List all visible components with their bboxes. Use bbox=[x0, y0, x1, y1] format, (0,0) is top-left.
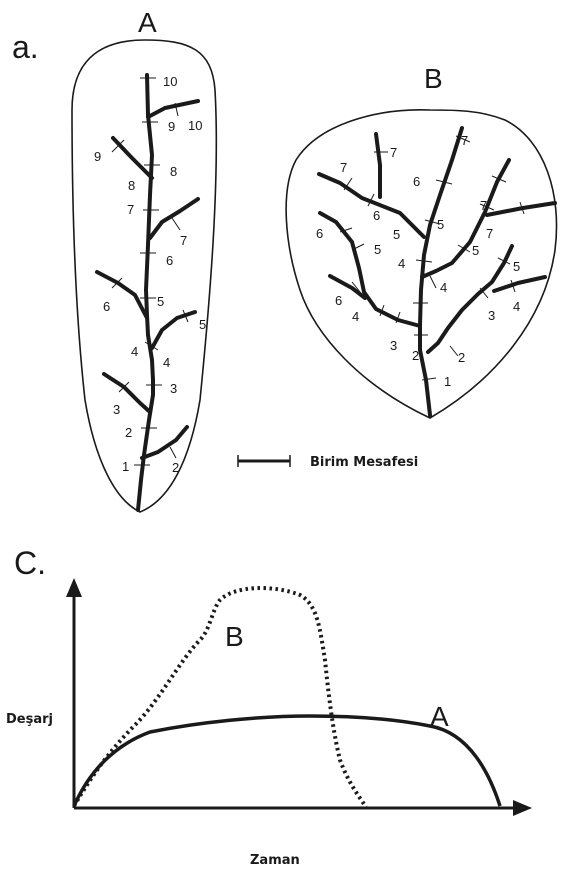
basin-a-order: 2 bbox=[125, 425, 132, 440]
y-axis-label: Deşarj bbox=[6, 712, 53, 727]
basin-a-tributary bbox=[152, 312, 195, 348]
basin-a-order: 9 bbox=[168, 119, 175, 134]
basin-b-tributary bbox=[376, 134, 380, 197]
basin-a-label: A bbox=[138, 7, 157, 38]
basin-b-order: 6 bbox=[335, 293, 342, 308]
basin-a-order: 7 bbox=[180, 233, 187, 248]
basin-b-order: 3 bbox=[390, 338, 397, 353]
basin-a-order: 3 bbox=[170, 381, 177, 396]
basin-b-order: 6 bbox=[316, 226, 323, 241]
curve-a-label: A bbox=[430, 701, 449, 732]
x-axis-label: Zaman bbox=[250, 853, 300, 868]
basin-b-stream-orders: 1 2 2 3 3 4 4 4 4 5 5 5 5 5 6 6 6 6 7 7 … bbox=[316, 133, 520, 389]
basin-b-order: 5 bbox=[393, 227, 400, 242]
scale-bar-label: Birim Mesafesi bbox=[310, 455, 418, 470]
basin-a-order: 7 bbox=[127, 202, 134, 217]
basin-a-tributary bbox=[104, 374, 150, 412]
basin-b-order: 5 bbox=[472, 243, 479, 258]
basin-a-order: 4 bbox=[131, 344, 138, 359]
basin-a-tributary bbox=[113, 138, 152, 178]
basin-a: A bbox=[72, 7, 216, 512]
basin-b: B bbox=[286, 63, 556, 418]
basin-b-order: 3 bbox=[488, 308, 495, 323]
basin-b-order: 6 bbox=[413, 174, 420, 189]
basin-a-order: 10 bbox=[163, 74, 177, 89]
basin-a-main-stream bbox=[138, 75, 153, 510]
basin-a-order: 2 bbox=[172, 460, 179, 475]
basin-a-order: 1 bbox=[122, 459, 129, 474]
panel-c-letter: C. bbox=[14, 545, 46, 581]
basin-a-order: 5 bbox=[157, 294, 164, 309]
curve-b bbox=[74, 588, 366, 807]
basin-b-main-stream bbox=[420, 128, 462, 415]
basin-b-order: 7 bbox=[480, 198, 487, 213]
basin-b-order: 5 bbox=[374, 242, 381, 257]
basin-a-order: 6 bbox=[103, 299, 110, 314]
basin-b-order: 1 bbox=[444, 374, 451, 389]
basin-a-order: 6 bbox=[166, 253, 173, 268]
basin-b-tributary bbox=[319, 174, 424, 237]
basin-a-order: 8 bbox=[170, 164, 177, 179]
x-axis-arrow-icon bbox=[513, 800, 532, 816]
basin-a-tributary bbox=[150, 199, 198, 238]
basin-a-order: 10 bbox=[188, 118, 202, 133]
basin-b-order: 7 bbox=[486, 226, 493, 241]
basin-a-order: 4 bbox=[163, 355, 170, 370]
panel-a-letter: a. bbox=[12, 29, 39, 65]
curve-b-label: B bbox=[225, 621, 244, 652]
hydrograph: Deşarj Zaman B A bbox=[6, 578, 532, 868]
y-axis-arrow-icon bbox=[66, 578, 82, 597]
basin-b-order: 2 bbox=[412, 348, 419, 363]
basin-b-order: 2 bbox=[458, 350, 465, 365]
basin-b-order: 7 bbox=[340, 160, 347, 175]
scale-bar: Birim Mesafesi bbox=[238, 455, 418, 470]
basin-b-tributary bbox=[428, 246, 512, 352]
basin-b-order: 4 bbox=[440, 280, 447, 295]
basin-b-order: 7 bbox=[390, 145, 397, 160]
basin-b-order: 4 bbox=[398, 256, 405, 271]
basin-b-segment-ticks bbox=[340, 136, 524, 380]
basin-b-order: 5 bbox=[437, 217, 444, 232]
basin-b-order: 5 bbox=[513, 259, 520, 274]
basin-b-order: 4 bbox=[352, 309, 359, 324]
basin-b-label: B bbox=[424, 63, 443, 94]
basin-b-tributary bbox=[494, 277, 545, 291]
basin-a-order: 3 bbox=[113, 402, 120, 417]
basin-a-tributary bbox=[148, 101, 198, 117]
basin-a-order: 9 bbox=[94, 149, 101, 164]
basin-a-order: 5 bbox=[199, 317, 206, 332]
basin-b-order: 4 bbox=[513, 299, 520, 314]
basin-b-order: 6 bbox=[373, 208, 380, 223]
basin-b-order: 7 bbox=[461, 133, 468, 148]
basin-a-order: 8 bbox=[128, 178, 135, 193]
